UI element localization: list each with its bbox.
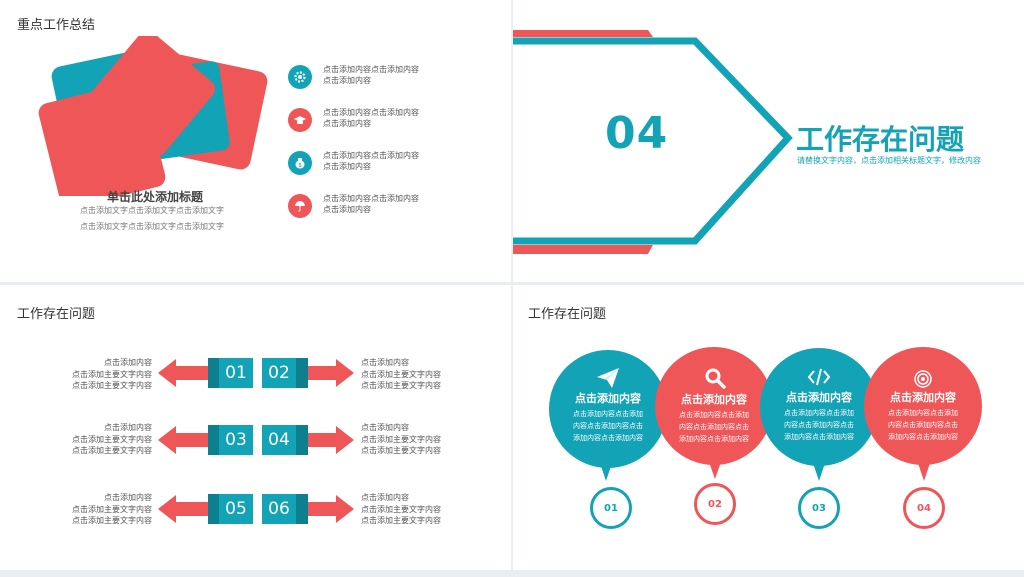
- section-subtext: 点击添加文字点击添加文字点击添加文字: [80, 222, 224, 231]
- step-number: 02: [694, 483, 736, 525]
- list-item-text: 点击添加内容点击添加内容: [323, 65, 419, 74]
- fold-shadow: [208, 494, 220, 524]
- circle-text: 点击添加内容 点击添加内容点击添加 内容点击添加内容点击 添加内容点击添加内容: [877, 391, 969, 443]
- circle-text: 点击添加内容 点击添加内容点击添加 内容点击添加内容点击 添加内容点击添加内容: [668, 393, 760, 445]
- circle-body-line: 点击添加内容点击添加: [888, 409, 958, 417]
- code-icon: [807, 368, 831, 386]
- circle-body-line: 添加内容点击添加内容: [679, 435, 749, 443]
- right-text: 点击添加主要文字内容: [361, 435, 441, 444]
- left-text: 点击添加内容: [104, 423, 152, 432]
- svg-text:$: $: [298, 162, 302, 169]
- circle-heading: 点击添加内容: [890, 391, 956, 404]
- circle-body-line: 内容点击添加内容点击: [888, 421, 958, 429]
- list-item-text: 点击添加内容: [323, 162, 371, 171]
- circle-body-line: 添加内容点击添加内容: [888, 433, 958, 441]
- left-text: 点击添加主要文字内容: [72, 370, 152, 379]
- section-heading: 单击此处添加标题: [106, 190, 203, 204]
- number-box: 05: [219, 494, 253, 524]
- circle-heading: 点击添加内容: [681, 393, 747, 406]
- list-item-text: 点击添加内容点击添加内容: [323, 108, 419, 117]
- left-text: 点击添加主要文字内容: [72, 446, 152, 455]
- fold-shadow: [208, 425, 220, 455]
- target-icon: [914, 370, 932, 388]
- double-arrow-graphic: [158, 359, 354, 387]
- section-subtext: 点击添加文字点击添加文字点击添加文字: [80, 206, 224, 215]
- slide-title: 重点工作总结: [17, 18, 96, 33]
- list-item-text: 点击添加内容: [323, 205, 371, 214]
- circle-body-line: 添加内容点击添加内容: [573, 434, 643, 442]
- paper-plane-icon: [597, 368, 619, 388]
- step-number: 01: [590, 487, 632, 529]
- slide-title: 工作存在问题: [528, 307, 607, 322]
- money-bag-icon: $: [288, 151, 312, 175]
- slide-problems-circles[interactable]: 工作存在问题 点击添加内容 点击添加内容点击添加 内容点击添加内容点击 添加内容…: [513, 285, 1024, 570]
- double-arrow-graphic: [158, 426, 354, 454]
- number-box: 03: [219, 425, 253, 455]
- right-text: 点击添加主要文字内容: [361, 381, 441, 390]
- circle-bg: [864, 347, 982, 465]
- number-box: 02: [262, 358, 296, 388]
- slide-section-04[interactable]: 04 工作存在问题 请替换文字内容，点击添加相关标题文字，修改内容: [513, 0, 1024, 282]
- search-icon: [705, 368, 726, 389]
- umbrella-icon: [288, 194, 312, 218]
- list-item-text: 点击添加内容: [323, 119, 371, 128]
- section-number: 04: [605, 108, 669, 159]
- left-text: 点击添加内容: [104, 358, 152, 367]
- left-text: 点击添加主要文字内容: [72, 435, 152, 444]
- circle-body-line: 内容点击添加内容点击: [784, 421, 854, 429]
- section-subtitle: 请替换文字内容，点击添加相关标题文字，修改内容: [797, 156, 981, 165]
- fold-shadow: [296, 358, 308, 388]
- slide-title: 工作存在问题: [17, 307, 96, 322]
- section-title: 工作存在问题: [796, 123, 965, 156]
- list-item-text: 点击添加内容: [323, 76, 371, 85]
- left-text: 点击添加内容: [104, 493, 152, 502]
- left-text: 点击添加主要文字内容: [72, 516, 152, 525]
- circle-body-line: 内容点击添加内容点击: [679, 423, 749, 431]
- right-text: 点击添加主要文字内容: [361, 516, 441, 525]
- step-number: 03: [798, 487, 840, 529]
- number-box: 06: [262, 494, 296, 524]
- right-text: 点击添加内容: [361, 358, 409, 367]
- circle-body-line: 点击添加内容点击添加: [679, 411, 749, 419]
- list-item-text: 点击添加内容点击添加内容: [323, 151, 419, 160]
- fold-shadow: [296, 425, 308, 455]
- graduation-cap-icon: [288, 108, 312, 132]
- number-box: 01: [219, 358, 253, 388]
- right-text: 点击添加主要文字内容: [361, 505, 441, 514]
- slide-problems-arrows[interactable]: 工作存在问题 点击添加内容 点击添加主要文字内容 点击添加主要文字内容 01 0…: [0, 285, 511, 570]
- circle-bg: [760, 348, 878, 466]
- tilted-squares-graphic: [38, 36, 268, 196]
- double-arrow-graphic: [158, 495, 354, 523]
- circle-text: 点击添加内容 点击添加内容点击添加 内容点击添加内容点击 添加内容点击添加内容: [773, 391, 865, 443]
- circle-heading: 点击添加内容: [786, 391, 852, 404]
- right-text: 点击添加内容: [361, 423, 409, 432]
- right-text: 点击添加主要文字内容: [361, 370, 441, 379]
- step-number: 04: [903, 487, 945, 529]
- gear-icon: [288, 65, 312, 89]
- circle-body-line: 点击添加内容点击添加: [573, 410, 643, 418]
- left-text: 点击添加主要文字内容: [72, 381, 152, 390]
- fold-shadow: [208, 358, 220, 388]
- circle-bg: [655, 347, 773, 465]
- fold-shadow: [296, 494, 308, 524]
- circle-heading: 点击添加内容: [575, 392, 641, 405]
- arrow-frame-graphic: [513, 30, 793, 254]
- circle-bg: [549, 350, 667, 468]
- circle-body-line: 添加内容点击添加内容: [784, 433, 854, 441]
- number-box: 04: [262, 425, 296, 455]
- circle-text: 点击添加内容 点击添加内容点击添加 内容点击添加内容点击 添加内容点击添加内容: [562, 392, 654, 444]
- circle-body-line: 点击添加内容点击添加: [784, 409, 854, 417]
- right-text: 点击添加主要文字内容: [361, 446, 441, 455]
- slide-key-work-summary[interactable]: 重点工作总结 单击此处添加标题 点击添加文字点击添加文字点击添加文字 点击添加文…: [0, 0, 511, 282]
- left-text: 点击添加主要文字内容: [72, 505, 152, 514]
- list-item-text: 点击添加内容点击添加内容: [323, 194, 419, 203]
- right-text: 点击添加内容: [361, 493, 409, 502]
- circle-body-line: 内容点击添加内容点击: [573, 422, 643, 430]
